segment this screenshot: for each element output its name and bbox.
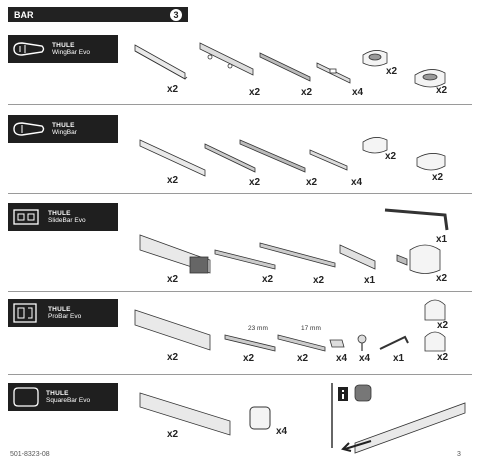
slidebar-evo-parts: [139, 208, 449, 274]
quantity-label: x1: [436, 234, 448, 245]
slidebar-evo-strip-a: [214, 249, 276, 270]
model-text: SlideBar Evo: [48, 217, 86, 224]
slidebar-evo-label: THULE SlideBar Evo: [8, 203, 118, 231]
quantity-label: x2: [167, 175, 179, 186]
quantity-label: x2: [301, 87, 313, 98]
quantity-label: x2: [297, 353, 309, 364]
section-divider: [8, 193, 472, 194]
section-divider: [8, 104, 472, 105]
wingbar-profile-icon: [13, 42, 45, 56]
slidebar-evo-cap-small: [396, 254, 408, 266]
quantity-label: x4: [336, 353, 348, 364]
quantity-label: x2: [437, 320, 449, 331]
allen-key: [384, 208, 449, 231]
wingbar-strip: [204, 143, 256, 173]
info-icon: [338, 387, 348, 401]
slidebar-evo-stopper: [409, 244, 441, 274]
slidebar-profile-icon: [13, 209, 39, 225]
wingbar-bar: [139, 139, 206, 177]
quantity-label: x2: [167, 84, 179, 95]
quantity-label: x4: [351, 177, 363, 188]
probar-evo-allen-key: [379, 335, 409, 350]
probar-evo-nut: [329, 339, 345, 348]
wingbar-evo-t-slot: [316, 62, 351, 84]
wingbar-profile-icon: [13, 122, 45, 136]
wingbar-evo-rubber-strip: [259, 52, 311, 82]
slidebar-evo-bar: [139, 234, 211, 274]
wingbar-evo-endcap-b: [414, 69, 446, 88]
quantity-label: x2: [167, 274, 179, 285]
dimension-label: 17 mm: [301, 325, 321, 332]
info-arrow-icon: [344, 439, 372, 451]
brand-text: THULE: [46, 389, 69, 397]
model-text: WingBar Evo: [52, 49, 90, 56]
wingbar-label: THULE WingBar: [8, 115, 118, 143]
quantity-label: x4: [359, 353, 371, 364]
step-badge: 3: [170, 8, 182, 21]
quantity-label: x2: [167, 352, 179, 363]
wingbar-evo-cover-strip: [199, 42, 254, 76]
quantity-label: x2: [306, 177, 318, 188]
probar-evo-strip-23mm: [224, 334, 276, 352]
squarebar-profile-icon: [13, 387, 39, 407]
wingbar-evo-endcap-a: [362, 50, 388, 67]
probar-evo-endcap-b: [424, 331, 446, 352]
squarebar-evo-label: THULE SquareBar Evo: [8, 383, 118, 411]
wingbar-rubber: [239, 139, 306, 173]
squarebar-evo-parts: [139, 383, 466, 454]
squarebar-evo-bar: [139, 392, 231, 436]
quantity-label: x4: [276, 426, 288, 437]
wingbar-evo-parts: [134, 42, 446, 88]
model-text: SquareBar Evo: [46, 397, 91, 404]
brand-text: THULE: [52, 121, 75, 129]
info-endcap-detail: [354, 384, 372, 402]
quantity-label: x2: [249, 177, 261, 188]
probar-evo-bar: [134, 309, 211, 351]
probar-profile-icon: [13, 303, 37, 323]
section-divider: [8, 374, 472, 375]
probar-evo-endcap-a: [424, 299, 446, 321]
probar-evo-strip-17mm: [277, 334, 326, 352]
quantity-label: x2: [262, 274, 274, 285]
wingbar-endcap-b: [416, 153, 446, 171]
quantity-label: x2: [249, 87, 261, 98]
page-number: 3: [457, 451, 461, 458]
slidebar-evo-strip-b: [259, 242, 336, 268]
quantity-label: x2: [432, 172, 444, 183]
quantity-label: x4: [352, 87, 364, 98]
model-text: ProBar Evo: [48, 313, 82, 320]
header-bar: BAR 3: [8, 7, 188, 22]
probar-evo-bolt: [357, 334, 367, 351]
quantity-label: x2: [167, 429, 179, 440]
quantity-label: x2: [437, 352, 449, 363]
probar-evo-parts: [134, 299, 446, 352]
quantity-label: x2: [313, 275, 325, 286]
brand-text: THULE: [48, 209, 71, 217]
quantity-label: x2: [385, 151, 397, 162]
quantity-label: x2: [386, 66, 398, 77]
squarebar-evo-endcap: [249, 406, 271, 430]
quantity-label: x2: [436, 85, 448, 96]
header-title: BAR: [14, 9, 34, 20]
probar-evo-label: THULE ProBar Evo: [8, 299, 118, 327]
quantity-label: x2: [436, 273, 448, 284]
wingbar-parts: [139, 137, 446, 177]
slidebar-evo-endcap: [339, 244, 376, 270]
wingbar-endcap-a: [362, 137, 388, 154]
dimension-label: 23 mm: [248, 325, 268, 332]
wingbar-evo-bar: [134, 44, 188, 80]
wingbar-evo-label: THULE WingBar Evo: [8, 35, 118, 63]
quantity-label: x1: [393, 353, 405, 364]
quantity-label: x1: [364, 275, 376, 286]
info-bar-detail: [354, 402, 466, 454]
brand-text: THULE: [48, 305, 71, 313]
quantity-label: x2: [243, 353, 255, 364]
section-divider: [8, 291, 472, 292]
wingbar-t-slot: [309, 149, 348, 171]
model-text: WingBar: [52, 129, 77, 136]
brand-text: THULE: [52, 41, 75, 49]
document-number: 501-8323-08: [10, 451, 50, 458]
